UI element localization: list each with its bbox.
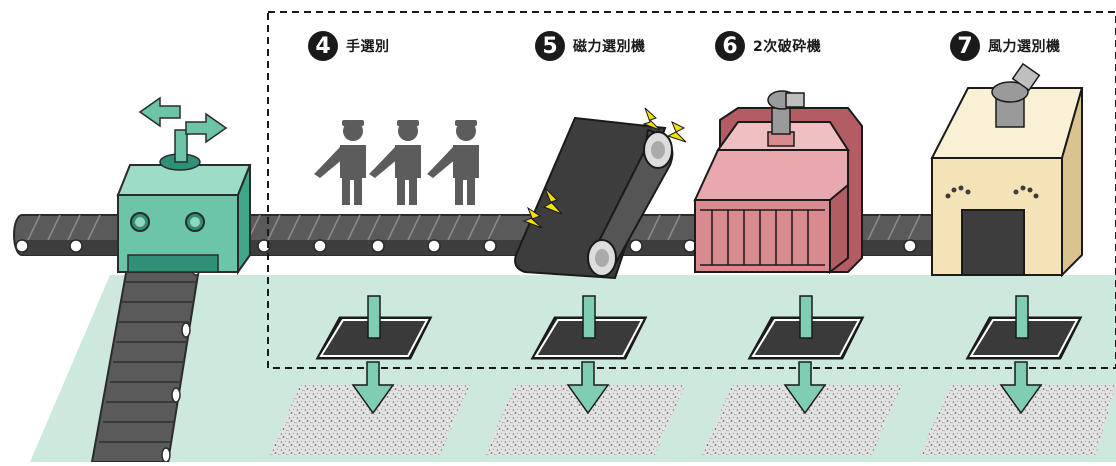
lightning-icon: [542, 187, 563, 215]
lightning-icon: [522, 206, 543, 229]
magnetic-separator: [514, 107, 687, 280]
output-column: [702, 295, 902, 455]
output-column: [270, 295, 470, 455]
step-label-hand-sorting: 4 手選別: [308, 30, 390, 62]
step-title: 手選別: [346, 39, 390, 55]
down-arrow-icon: [351, 361, 395, 415]
step-number-badge: 4: [308, 31, 338, 61]
worker-icon: [314, 120, 366, 205]
worker-icon: [369, 120, 421, 205]
secondary-crusher: [693, 90, 863, 275]
output-column: [920, 295, 1116, 455]
step-title: 磁力選別機: [573, 39, 646, 55]
lightning-icon: [666, 120, 687, 143]
step-label-secondary-crusher: 6 2次破砕機: [715, 30, 821, 62]
worker-icon: [427, 120, 479, 205]
process-frame: [267, 11, 1116, 369]
down-arrow-icon: [367, 295, 381, 339]
step-title: 2次破砕機: [753, 39, 822, 55]
inclined-conveyor-belt: [90, 260, 202, 463]
step-label-wind-separator: 7 風力選別機: [950, 30, 1061, 62]
down-arrow-icon: [566, 361, 610, 415]
step-number-badge: 7: [950, 31, 980, 61]
down-arrow-icon: [1015, 295, 1029, 339]
lightning-icon: [642, 107, 661, 131]
down-arrow-icon: [799, 295, 813, 339]
workers: [314, 120, 479, 205]
step-title: 風力選別機: [988, 39, 1061, 55]
step-number-badge: 6: [715, 31, 745, 61]
down-arrow-icon: [582, 295, 596, 339]
step-number-badge: 5: [535, 31, 565, 61]
step-label-magnetic-separator: 5 磁力選別機: [535, 30, 646, 62]
down-arrow-icon: [783, 361, 827, 415]
wind-separator: [930, 62, 1084, 278]
output-column: [485, 295, 685, 455]
down-arrow-icon: [999, 361, 1043, 415]
feeder-machine: [116, 96, 252, 276]
direction-arrows-icon: [138, 96, 181, 128]
